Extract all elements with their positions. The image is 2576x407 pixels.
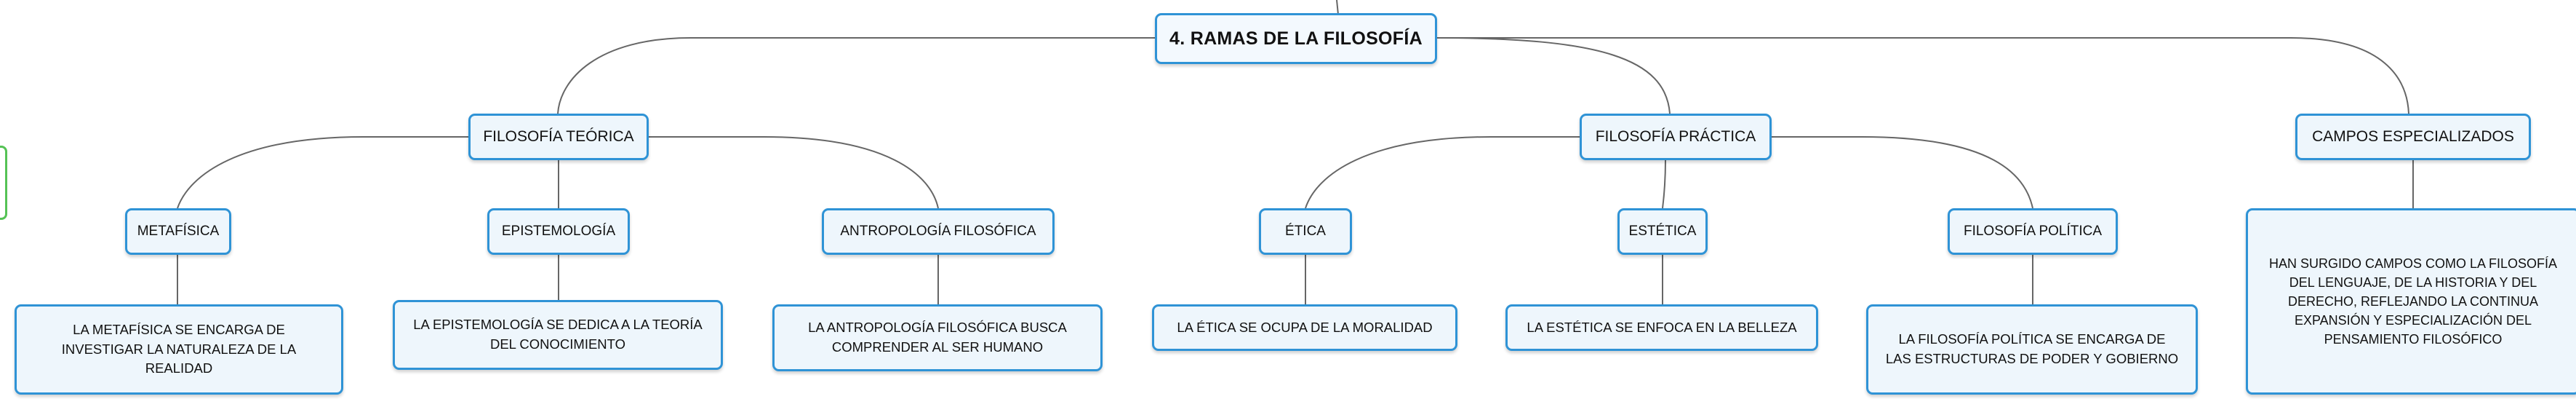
connector-practica-etica: [1305, 136, 1580, 209]
description-text: LA METAFÍSICA SE ENCARGA DE INVESTIGAR L…: [61, 321, 297, 376]
connector-root-campos: [1436, 37, 2409, 114]
subtopic-label: ANTROPOLOGÍA FILOSÓFICA: [840, 224, 1036, 240]
root-node[interactable]: 4. RAMAS DE LA FILOSOFÍA: [1155, 13, 1437, 64]
connector-teorica-antropologia: [647, 136, 939, 209]
subtopic-label: FILOSOFÍA POLÍTICA: [1963, 224, 2103, 240]
description-text: HAN SURGIDO CAMPOS COMO LA FILOSOFÍA DEL…: [2268, 256, 2558, 347]
subtopic-estetica[interactable]: ESTÉTICA: [1617, 208, 1708, 255]
description-etica[interactable]: LA ÉTICA SE OCUPA DE LA MORALIDAD: [1152, 304, 1457, 351]
connector-root-teorica: [557, 37, 1156, 114]
connector-root-practica: [1436, 37, 1671, 114]
description-text: LA ÉTICA SE OCUPA DE LA MORALIDAD: [1177, 319, 1433, 335]
description-metafisica[interactable]: LA METAFÍSICA SE ENCARGA DE INVESTIGAR L…: [15, 304, 343, 395]
subtopic-filosofia-politica[interactable]: FILOSOFÍA POLÍTICA: [1948, 208, 2118, 255]
subtopic-label: METAFÍSICA: [137, 224, 220, 240]
branch-label: FILOSOFÍA TEÓRICA: [483, 127, 634, 145]
description-text: LA ANTROPOLOGÍA FILOSÓFICA BUSCA COMPREN…: [808, 320, 1067, 355]
branch-label: FILOSOFÍA PRÁCTICA: [1595, 127, 1756, 145]
description-text: LA FILOSOFÍA POLÍTICA SE ENCARGA DE LAS …: [1885, 331, 2179, 366]
description-campos-especializados[interactable]: HAN SURGIDO CAMPOS COMO LA FILOSOFÍA DEL…: [2246, 208, 2576, 395]
connector-practica-estetica: [1662, 159, 1666, 209]
branch-filosofia-practica[interactable]: FILOSOFÍA PRÁCTICA: [1580, 114, 1772, 160]
subtopic-label: ÉTICA: [1285, 224, 1326, 240]
offscreen-node-edge[interactable]: [0, 146, 7, 220]
description-estetica[interactable]: LA ESTÉTICA SE ENFOCA EN LA BELLEZA: [1505, 304, 1818, 351]
subtopic-epistemologia[interactable]: EPISTEMOLOGÍA: [487, 208, 630, 255]
connector-practica-politica: [1770, 136, 2033, 209]
branch-filosofia-teorica[interactable]: FILOSOFÍA TEÓRICA: [468, 114, 649, 160]
subtopic-metafisica[interactable]: METAFÍSICA: [125, 208, 231, 255]
connector-root-parent: [1336, 0, 1339, 15]
description-epistemologia[interactable]: LA EPISTEMOLOGÍA SE DEDICA A LA TEORÍA D…: [393, 300, 723, 370]
description-text: LA ESTÉTICA SE ENFOCA EN LA BELLEZA: [1527, 319, 1797, 335]
branch-label: CAMPOS ESPECIALIZADOS: [2312, 127, 2514, 145]
branch-campos-especializados[interactable]: CAMPOS ESPECIALIZADOS: [2295, 114, 2531, 160]
subtopic-etica[interactable]: ÉTICA: [1259, 208, 1352, 255]
description-antropologia[interactable]: LA ANTROPOLOGÍA FILOSÓFICA BUSCA COMPREN…: [772, 304, 1103, 371]
connector-teorica-metafisica: [177, 136, 469, 209]
subtopic-antropologia-filosofica[interactable]: ANTROPOLOGÍA FILOSÓFICA: [822, 208, 1055, 255]
description-filosofia-politica[interactable]: LA FILOSOFÍA POLÍTICA SE ENCARGA DE LAS …: [1866, 304, 2198, 395]
subtopic-label: ESTÉTICA: [1628, 224, 1697, 240]
description-text: LA EPISTEMOLOGÍA SE DEDICA A LA TEORÍA D…: [413, 317, 703, 352]
root-node-label: 4. RAMAS DE LA FILOSOFÍA: [1169, 28, 1423, 49]
subtopic-label: EPISTEMOLOGÍA: [501, 224, 616, 240]
